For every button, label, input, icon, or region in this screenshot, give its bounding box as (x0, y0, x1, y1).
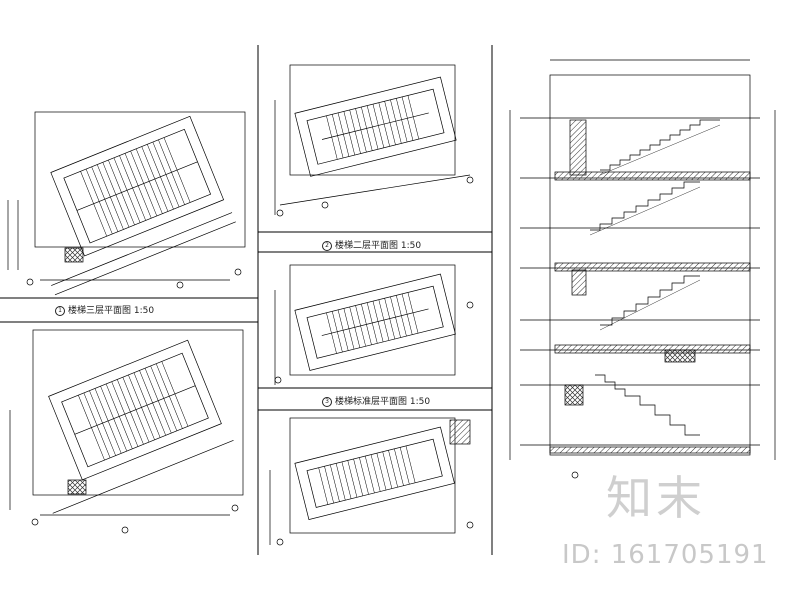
caption-text: 楼梯二层平面图 1:50 (335, 241, 422, 251)
stair-plan-middle-center (274, 264, 474, 385)
watermark-logo: 知末 (606, 471, 706, 525)
stair-treads (80, 137, 191, 237)
stair-plan-top-left (7, 111, 246, 296)
stair-treads (78, 361, 189, 461)
panel-dividers (0, 45, 493, 555)
stair-treads (318, 445, 416, 505)
stair-treads (326, 292, 419, 354)
stair-section (509, 59, 776, 479)
caption-text: 楼梯三层平面图 1:50 (68, 306, 155, 316)
stair-plan-bottom-left (9, 329, 244, 534)
stair-plan-middle-bottom (269, 417, 474, 546)
watermark-id: ID: 161705191 (562, 540, 769, 570)
caption-text: 楼梯标准层平面图 1:50 (335, 397, 431, 407)
stair-plan-middle-top (274, 64, 474, 217)
stair-treads (326, 95, 420, 160)
